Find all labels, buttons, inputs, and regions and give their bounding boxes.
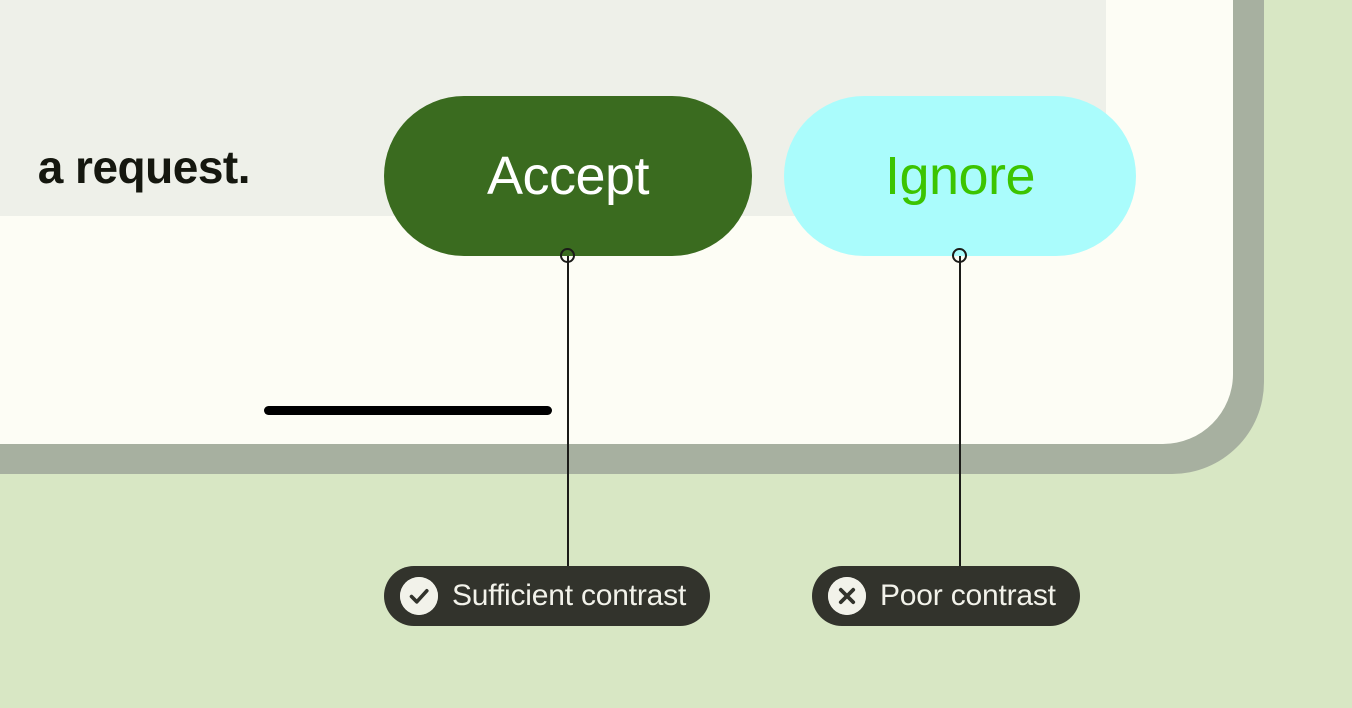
x-circle-icon [828, 577, 866, 615]
leader-anchor-ignore-icon [952, 248, 967, 263]
home-indicator-bar [264, 406, 552, 415]
annotation-poor-contrast: Poor contrast [812, 566, 1080, 626]
accept-button[interactable]: Accept [384, 96, 752, 256]
annotation-label: Sufficient contrast [452, 579, 687, 612]
check-circle-icon [400, 577, 438, 615]
annotation-label: Poor contrast [880, 579, 1056, 612]
leader-anchor-accept-icon [560, 248, 575, 263]
leader-line-ignore [959, 256, 961, 568]
annotation-sufficient-contrast: Sufficient contrast [384, 566, 711, 626]
ignore-button[interactable]: Ignore [784, 96, 1136, 256]
dialog-message-text: a request. [37, 141, 251, 193]
leader-line-accept [567, 256, 569, 568]
